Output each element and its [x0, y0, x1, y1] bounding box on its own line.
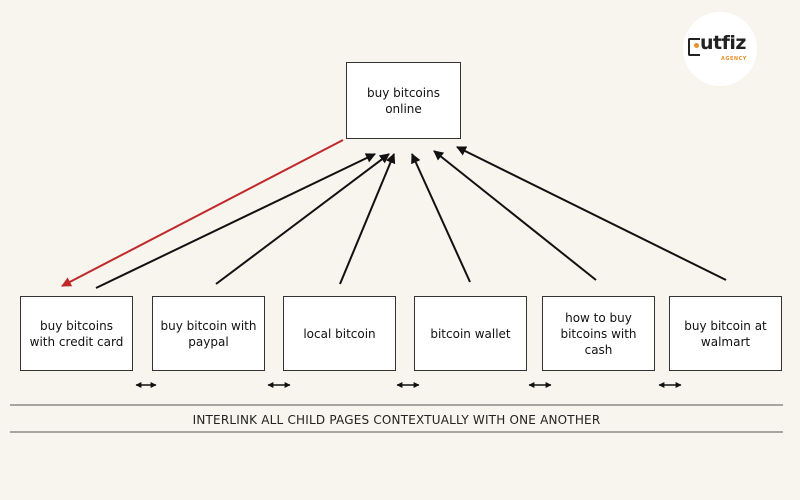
- child-page-label: buy bitcoins with credit card: [29, 318, 124, 349]
- child-page-box-local-bitcoin: local bitcoin: [283, 296, 396, 371]
- interlink-banner-text: INTERLINK ALL CHILD PAGES CONTEXTUALLY W…: [192, 413, 601, 427]
- child-page-box-cash: how to buy bitcoins with cash: [542, 296, 655, 371]
- child-page-box-bitcoin-wallet: bitcoin wallet: [414, 296, 527, 371]
- child-page-box-paypal: buy bitcoin with paypal: [152, 296, 265, 371]
- logo-accent-dot: [694, 43, 699, 48]
- arrow-credit-card-to-parent: [95, 153, 376, 289]
- arrow-walmart-to-parent: [456, 146, 727, 281]
- outfiz-logo-icon: utfiz AGENCY: [683, 12, 757, 86]
- child-page-label: local bitcoin: [303, 326, 376, 341]
- arrow-local-bitcoin-to-parent: [339, 153, 396, 285]
- parent-page-box: buy bitcoins online: [346, 62, 461, 139]
- child-page-box-credit-card: buy bitcoins with credit card: [20, 296, 133, 371]
- logo-wordmark: utfiz: [700, 32, 746, 54]
- arrow-bitcoin-wallet-to-parent: [411, 153, 471, 283]
- logo-bracket-shape: [688, 38, 700, 56]
- child-page-label: buy bitcoin at walmart: [684, 318, 767, 349]
- arrow-paypal-to-parent: [215, 153, 390, 285]
- child-page-label: buy bitcoin with paypal: [160, 318, 257, 349]
- arrow-parent-to-credit-card: [61, 139, 344, 287]
- child-page-label: how to buy bitcoins with cash: [560, 310, 637, 357]
- child-page-label: bitcoin wallet: [430, 326, 511, 341]
- parent-page-label: buy bitcoins online: [367, 85, 440, 116]
- child-page-box-walmart: buy bitcoin at walmart: [669, 296, 782, 371]
- logo-subtext: AGENCY: [721, 56, 747, 62]
- arrow-cash-to-parent: [433, 150, 597, 281]
